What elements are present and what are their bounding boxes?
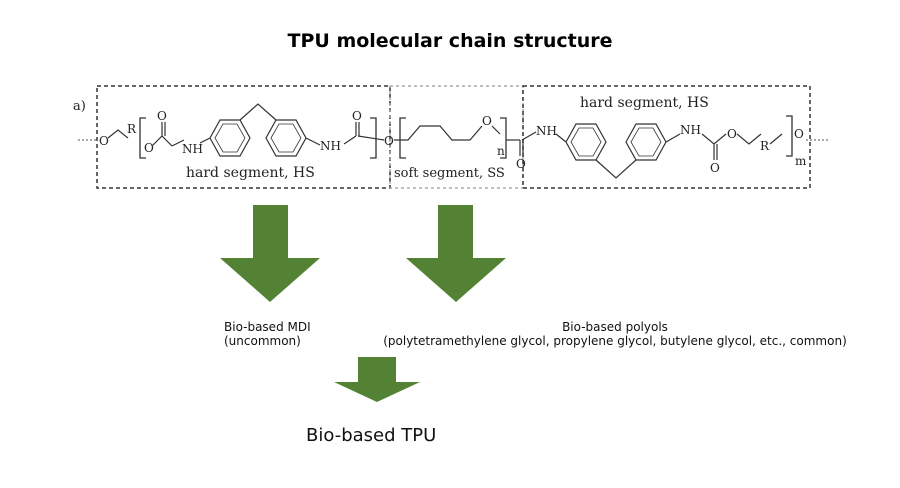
diagram-title: TPU molecular chain structure — [287, 30, 613, 52]
atom-nh-far-right: NH — [680, 123, 701, 137]
bracket-left-open — [139, 117, 146, 159]
mdi-label-line1: Bio-based MDI — [224, 320, 311, 334]
arrow-result — [334, 357, 420, 402]
atom-nh-right: NH — [536, 124, 557, 138]
benzene-ring-2 — [265, 119, 307, 157]
label-hard-segment-right: hard segment, HS — [580, 95, 709, 111]
atom-o-carbonyl-left: O — [157, 109, 167, 123]
atom-o-left: O — [99, 134, 109, 148]
atom-r-left: R — [127, 122, 137, 136]
bracket-soft-open — [399, 117, 406, 159]
bond-carbamate-right — [701, 133, 727, 145]
panel-label: a) — [73, 99, 86, 114]
atom-r-right: R — [760, 139, 770, 153]
bracket-left-close — [370, 117, 377, 159]
soft-segment-box — [389, 85, 524, 189]
atom-o-carbamate-left: O — [144, 141, 154, 155]
arrow-polyols — [406, 205, 506, 302]
polyether-chain — [394, 125, 483, 141]
bracket-soft-close — [500, 117, 507, 159]
atom-nh-left: NH — [182, 142, 203, 156]
atom-nh-mid: NH — [320, 139, 341, 153]
subscript-n: n — [497, 144, 505, 158]
hard-segment-box-left — [96, 85, 391, 189]
atom-o-end: O — [794, 127, 804, 141]
arrow-mdi — [220, 205, 320, 302]
bond-carbamate-left — [151, 135, 173, 147]
benzene-ring-1 — [209, 119, 251, 157]
label-soft-segment: soft segment, SS — [394, 166, 505, 181]
atom-o-carbonyl-right: O — [516, 157, 526, 171]
mdi-label: Bio-based MDI (uncommon) — [224, 320, 311, 348]
bond-or — [107, 129, 129, 139]
result-label: Bio-based TPU — [306, 425, 437, 446]
atom-o-carbonyl-mid: O — [352, 109, 362, 123]
atom-o-soft-start: O — [384, 134, 394, 148]
atom-o-right: O — [727, 127, 737, 141]
hard-segment-box-right — [522, 85, 811, 189]
methylene-bridge-left — [239, 103, 277, 121]
atom-o-soft: O — [482, 114, 492, 128]
subscript-m: m — [795, 154, 807, 168]
mdi-label-line2: (uncommon) — [224, 334, 301, 348]
methylene-bridge-right — [595, 159, 637, 179]
benzene-ring-4 — [625, 123, 667, 161]
benzene-ring-3 — [565, 123, 607, 161]
label-hard-segment-left: hard segment, HS — [186, 165, 315, 181]
polyol-label-line1: Bio-based polyols — [562, 320, 668, 334]
atom-o-carbonyl-far-right: O — [710, 161, 720, 175]
bracket-right-close — [786, 115, 793, 157]
polyol-label-line2: (polytetramethylene glycol, propylene gl… — [383, 334, 847, 348]
polyol-label: Bio-based polyols (polytetramethylene gl… — [340, 320, 890, 348]
